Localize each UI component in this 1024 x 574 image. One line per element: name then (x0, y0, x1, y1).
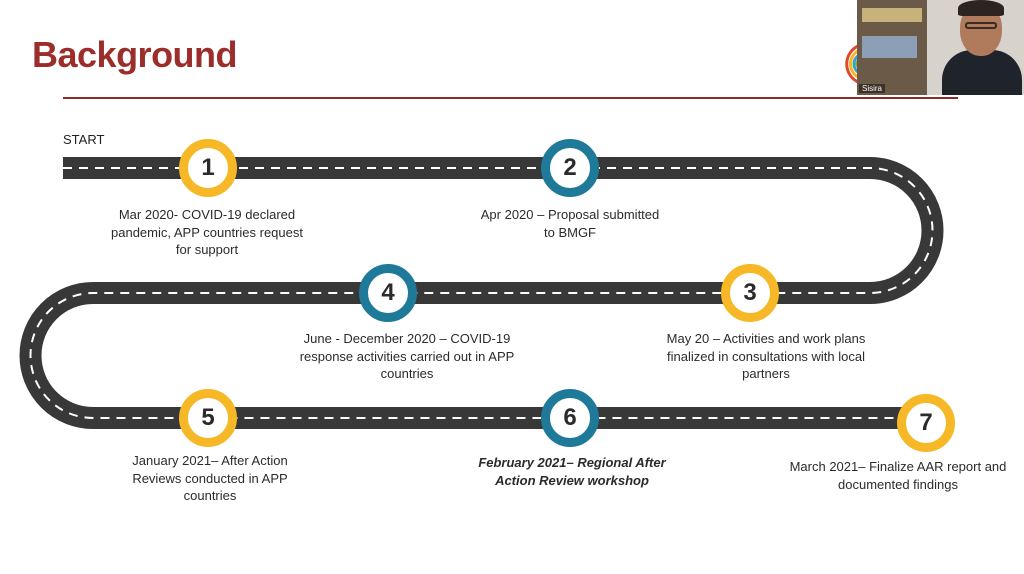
participant-body (942, 50, 1022, 95)
milestone-5-marker: 5 (179, 389, 237, 447)
milestone-6-marker: 6 (541, 389, 599, 447)
shelf-books (862, 8, 922, 22)
milestone-2-caption: Apr 2020 – Proposal submitted to BMGF (480, 207, 660, 240)
milestone-4-marker: 4 (359, 264, 417, 322)
milestone-2-marker: 2 (541, 139, 599, 197)
milestone-3-caption: May 20 – Activities and work plans final… (666, 331, 866, 381)
participant-name-label: Sisira (859, 84, 886, 93)
milestone-1-marker: 1 (179, 139, 237, 197)
milestone-4-caption: June - December 2020 – COVID-19 response… (299, 331, 515, 381)
participant-hair (958, 0, 1004, 16)
organization-logo (845, 44, 860, 84)
milestone-6-caption: February 2021– Regional After Action Rev… (478, 455, 666, 488)
title-divider (63, 97, 958, 99)
milestone-7-marker: 7 (897, 394, 955, 452)
milestone-3-marker: 3 (721, 264, 779, 322)
shelf-picture (862, 36, 917, 58)
start-label: START (63, 132, 105, 147)
milestone-1-caption: Mar 2020- COVID-19 declared pandemic, AP… (111, 207, 303, 257)
participant-video-tile[interactable]: Sisira (857, 0, 1024, 95)
participant-glasses (965, 22, 997, 29)
milestone-5-caption: January 2021– After Action Reviews condu… (132, 453, 288, 503)
slide-title: Background (32, 34, 238, 75)
milestone-7-caption: March 2021– Finalize AAR report and docu… (789, 459, 1007, 492)
